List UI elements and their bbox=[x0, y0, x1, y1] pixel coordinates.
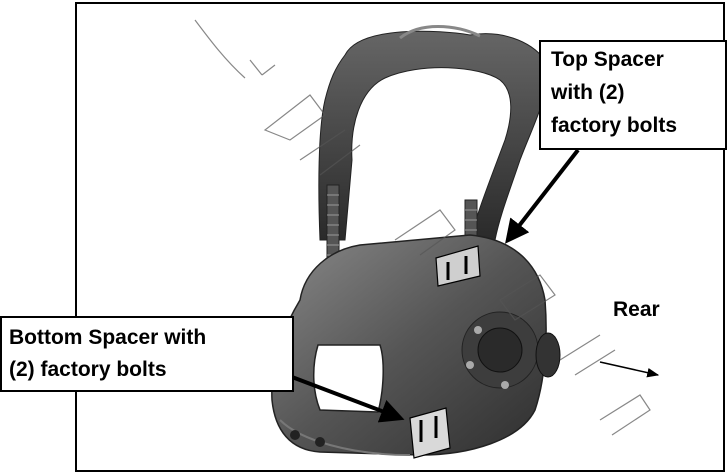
rear-direction-arrow bbox=[599, 361, 660, 378]
top-callout-line-2: with (2) bbox=[551, 81, 625, 104]
bottom-spacer-plate bbox=[409, 407, 451, 459]
watermark-outline bbox=[194, 19, 651, 436]
arrow-to-bottom-spacer bbox=[291, 375, 405, 423]
top-spacer-callout: Top Spacer with (2) factory bolts bbox=[539, 40, 727, 150]
rear-label: Rear bbox=[613, 298, 660, 321]
bottom-callout-line-2: (2) factory bolts bbox=[9, 358, 167, 381]
bottom-spacer-callout: Bottom Spacer with (2) factory bolts bbox=[0, 316, 294, 392]
top-callout-line-3: factory bolts bbox=[551, 114, 678, 137]
top-callout-line-1: Top Spacer bbox=[551, 48, 664, 71]
arrow-to-top-spacer bbox=[505, 148, 580, 244]
top-loop-frame bbox=[318, 25, 549, 241]
bottom-callout-line-1: Bottom Spacer with bbox=[9, 326, 207, 349]
top-spacer-plate bbox=[435, 245, 481, 287]
